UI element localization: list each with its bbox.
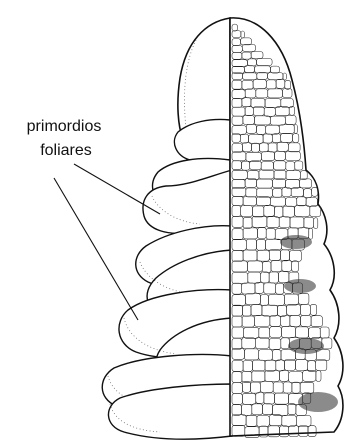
label-foliares: foliares — [40, 142, 92, 159]
label-primordios: primordios — [27, 118, 102, 135]
leader-line-upper — [74, 164, 160, 214]
apex-external-view — [102, 18, 232, 439]
apex-longitudinal-section — [230, 18, 343, 438]
leader-line-lower — [54, 178, 138, 320]
